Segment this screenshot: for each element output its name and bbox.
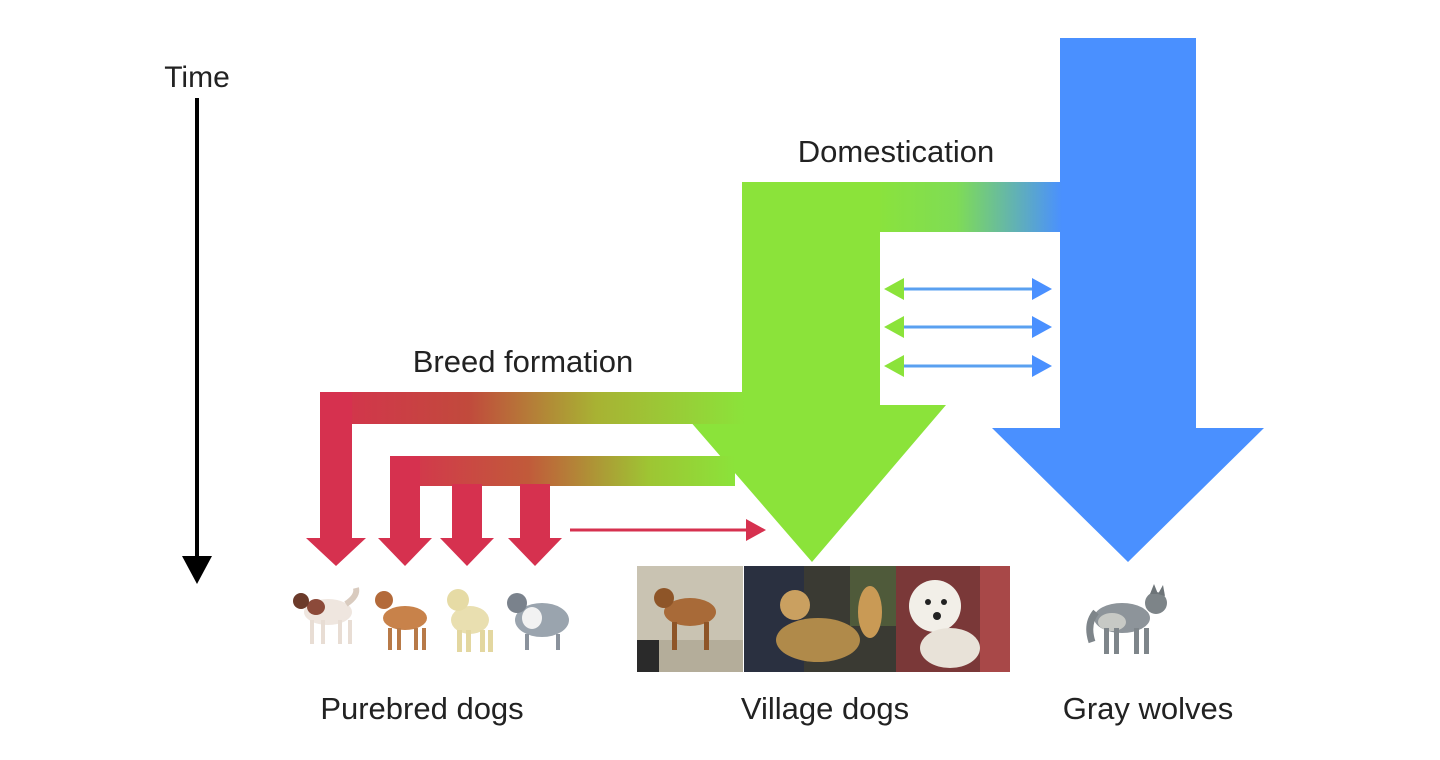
purebred-dogs-label: Purebred dogs <box>320 691 523 726</box>
time-label: Time <box>164 61 230 94</box>
collie-dog-icon <box>507 593 569 650</box>
purebred-dog-photos <box>293 587 569 652</box>
gene-flow-arrows <box>884 278 1052 377</box>
village-dogs-label: Village dogs <box>741 691 909 726</box>
poodle-dog-icon <box>447 589 493 652</box>
domestication-connector <box>872 182 1062 232</box>
boxer-dog-icon <box>375 591 427 650</box>
double-headed-arrow-icon <box>884 316 1052 338</box>
double-headed-arrow-icon <box>884 278 1052 300</box>
gray-wolf-lineage-arrow <box>992 38 1264 562</box>
village-dog-photo <box>896 566 1010 672</box>
village-dog-photo <box>637 566 743 672</box>
gray-wolves-label: Gray wolves <box>1063 691 1234 726</box>
village-dog-photo <box>744 566 896 672</box>
village-dog-photos <box>637 566 1010 672</box>
breed-formation-label: Breed formation <box>413 344 634 379</box>
breed-formation-arrows <box>306 392 766 566</box>
domestication-label: Domestication <box>798 134 994 169</box>
akita-dog-icon <box>293 587 360 644</box>
village-dog-lineage-arrow <box>676 182 946 562</box>
gray-wolf-icon <box>1086 584 1167 654</box>
double-headed-arrow-icon <box>884 355 1052 377</box>
arrow-down-icon <box>182 98 212 584</box>
